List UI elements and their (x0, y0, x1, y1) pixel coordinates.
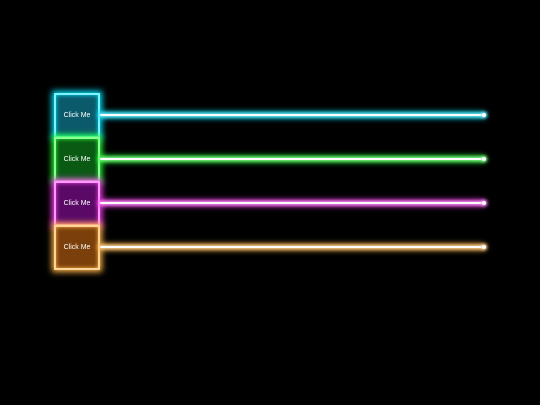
neon-row-cyan: Click Me (54, 93, 488, 138)
neon-beam-cyan (100, 114, 484, 116)
neon-row-magenta: Click Me (54, 181, 488, 226)
beam-end-dot-icon (482, 113, 486, 117)
button-label: Click Me (63, 244, 91, 251)
beam-end-dot-icon (482, 157, 486, 161)
click-me-button-magenta[interactable]: Click Me (54, 181, 100, 226)
click-me-button-green[interactable]: Click Me (54, 137, 100, 182)
button-label: Click Me (63, 200, 91, 207)
neon-beam-orange (100, 246, 484, 248)
button-label: Click Me (63, 112, 91, 119)
click-me-button-orange[interactable]: Click Me (54, 225, 100, 270)
neon-row-orange: Click Me (54, 225, 488, 270)
beam-end-dot-icon (482, 201, 486, 205)
beam-end-dot-icon (482, 245, 486, 249)
neon-beam-magenta (100, 202, 484, 204)
button-label: Click Me (63, 156, 91, 163)
click-me-button-cyan[interactable]: Click Me (54, 93, 100, 138)
neon-row-green: Click Me (54, 137, 488, 182)
neon-beam-green (100, 158, 484, 160)
